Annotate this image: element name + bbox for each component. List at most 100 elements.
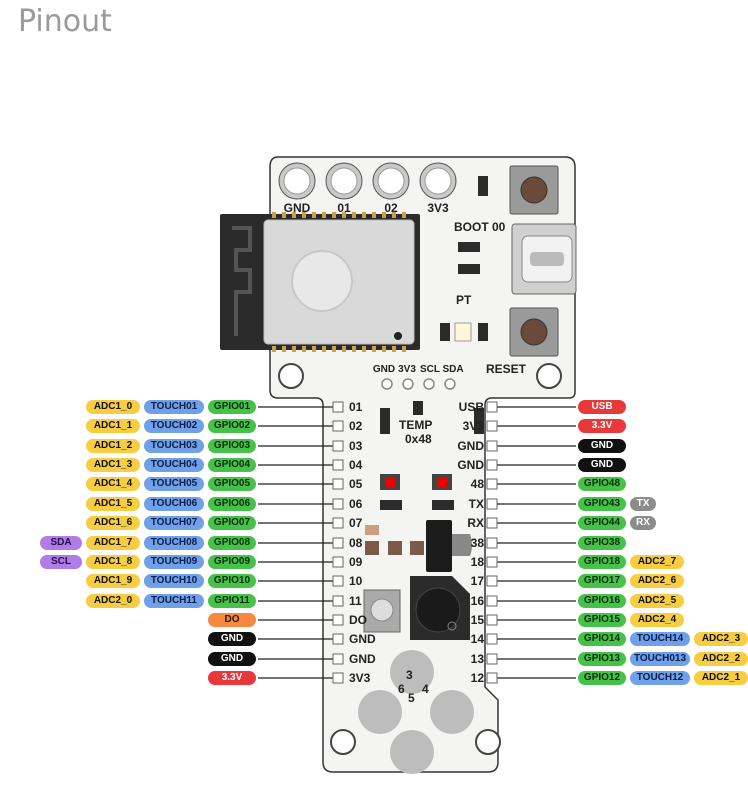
right-pin-hole <box>486 420 498 432</box>
left-pin-tag: SCL <box>40 555 82 569</box>
pin-holes <box>332 401 498 684</box>
left-pin-tag: ADC1_4 <box>86 477 140 491</box>
right-pin-label: TX <box>468 497 484 511</box>
left-pin-hole <box>332 537 344 549</box>
right-pin-hole <box>486 459 498 471</box>
right-pin-label: 15 <box>470 613 484 627</box>
pt-label: PT <box>456 293 472 307</box>
right-pin-tag: ADC2_1 <box>694 671 748 685</box>
left-pin-hole <box>332 556 344 568</box>
left-pin-tag: ADC1_8 <box>86 555 140 569</box>
left-pin-label: DO <box>349 613 367 627</box>
right-pin-hole <box>486 517 498 529</box>
top-pad-label: 3V3 <box>427 201 449 215</box>
left-pin-hole <box>332 498 344 510</box>
left-pin-tag: GPIO08 <box>208 536 256 550</box>
left-pin-tag: GND <box>208 632 256 646</box>
left-pin-hole <box>332 672 344 684</box>
left-pin-tag: ADC1_6 <box>86 516 140 530</box>
right-pin-label: 3V3 <box>462 419 484 433</box>
page-title: Pinout <box>18 4 112 39</box>
i2c-pin-label: 3V3 <box>398 364 416 375</box>
left-pin-tag: GPIO02 <box>208 419 256 433</box>
left-pin-hole <box>332 440 344 452</box>
right-pin-label: 17 <box>470 574 484 588</box>
left-pin-tag: TOUCH09 <box>144 555 204 569</box>
left-pin-label: 07 <box>349 516 363 530</box>
top-pad-label: 02 <box>384 201 398 215</box>
left-pin-tag: GPIO04 <box>208 458 256 472</box>
top-edge-pads <box>278 162 457 200</box>
right-pin-hole <box>486 633 498 645</box>
left-pin-tag: 3.3V <box>208 671 256 685</box>
temp-sensor <box>413 401 423 415</box>
i2c-pin-label: SDA <box>442 364 464 375</box>
right-pin-tag: GND <box>578 439 626 453</box>
right-pin-tag: GPIO18 <box>578 555 626 569</box>
touch-pad-number: 6 <box>398 682 405 696</box>
temp-address: 0x48 <box>405 432 432 446</box>
left-pin-tag: TOUCH01 <box>144 400 204 414</box>
right-pin-tag: GPIO13 <box>578 652 626 666</box>
right-pin-tag: GPIO17 <box>578 574 626 588</box>
mounting-holes <box>278 363 562 755</box>
misc-components <box>363 520 472 633</box>
right-pin-tag: TX <box>630 497 656 511</box>
right-pin-label: 13 <box>470 652 484 666</box>
left-pin-tag: GPIO11 <box>208 594 256 608</box>
touch-pad-number: 5 <box>408 691 415 705</box>
left-pin-hole <box>332 401 344 413</box>
left-pin-tag: ADC1_2 <box>86 439 140 453</box>
right-pin-hole <box>486 556 498 568</box>
right-pin-tag: ADC2_3 <box>694 632 748 646</box>
left-pin-hole <box>332 517 344 529</box>
right-pin-tag: ADC2_4 <box>630 613 684 627</box>
right-pin-tag: GPIO38 <box>578 536 626 550</box>
esp32-module <box>220 212 420 352</box>
left-pin-tag: ADC1_3 <box>86 458 140 472</box>
left-pin-tag: TOUCH03 <box>144 439 204 453</box>
boot-button <box>478 165 559 215</box>
right-pin-tag: GPIO43 <box>578 497 626 511</box>
i2c-pin-label: GND <box>372 364 396 375</box>
left-pin-tag: GPIO05 <box>208 477 256 491</box>
left-pin-hole <box>332 633 344 645</box>
left-pin-tag: ADC1_9 <box>86 574 140 588</box>
right-pin-tag: GPIO12 <box>578 671 626 685</box>
right-pin-tag: GND <box>578 458 626 472</box>
left-pin-tag: GPIO09 <box>208 555 256 569</box>
left-pin-label: 10 <box>349 574 363 588</box>
top-pad-label: 01 <box>337 201 351 215</box>
right-pin-hole <box>486 401 498 413</box>
top-pad-label: GND <box>283 201 311 215</box>
right-pin-hole <box>486 537 498 549</box>
right-pin-tag: GPIO14 <box>578 632 626 646</box>
buzzer <box>410 576 470 640</box>
left-pin-tag: GND <box>208 652 256 666</box>
right-pin-tag: ADC2_5 <box>630 594 684 608</box>
left-pin-tag: GPIO03 <box>208 439 256 453</box>
left-pin-hole <box>332 595 344 607</box>
right-pin-hole <box>486 653 498 665</box>
right-pin-label: 18 <box>470 555 484 569</box>
left-pin-label: 11 <box>349 594 362 608</box>
left-pin-tag: ADC1_1 <box>86 419 140 433</box>
right-pin-tag: ADC2_6 <box>630 574 684 588</box>
right-pin-tag: GPIO44 <box>578 516 626 530</box>
left-pin-label: 08 <box>349 536 363 550</box>
left-pin-label: GND <box>349 652 376 666</box>
left-pin-label: 02 <box>349 419 363 433</box>
reset-button <box>509 307 559 357</box>
left-pin-tag: TOUCH07 <box>144 516 204 530</box>
right-pin-tag: GPIO15 <box>578 613 626 627</box>
left-pin-label: 3V3 <box>349 671 371 685</box>
right-pin-label: GND <box>457 458 484 472</box>
pin-lines <box>258 406 576 679</box>
right-pin-tag: GPIO48 <box>578 477 626 491</box>
left-pin-tag: ADC1_0 <box>86 400 140 414</box>
touch-pads <box>358 650 474 774</box>
right-pin-hole <box>486 614 498 626</box>
touch-pad-number: 4 <box>422 682 429 696</box>
left-pin-tag: TOUCH06 <box>144 497 204 511</box>
usb-c-connector <box>511 223 577 295</box>
